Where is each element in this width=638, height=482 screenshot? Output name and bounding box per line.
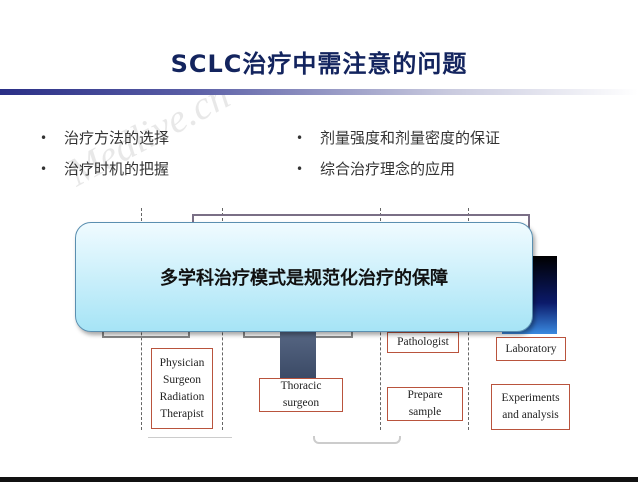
- box-line: Physician: [159, 356, 205, 369]
- slide-title: SCLC治疗中需注意的问题: [170, 50, 468, 78]
- divider-line: [148, 437, 232, 438]
- bullet-icon: •: [40, 162, 48, 176]
- pathologist-box: Pathologist: [387, 332, 459, 353]
- callout-box: 多学科治疗模式是规范化治疗的保障: [75, 222, 533, 332]
- title-divider: [0, 89, 638, 95]
- box-line: sample: [408, 406, 442, 418]
- box-line: Experiments: [501, 392, 560, 404]
- experiments-box: Experiments and analysis: [491, 384, 570, 430]
- bullet-item: 治疗时机的把握: [64, 160, 170, 178]
- laboratory-box: Laboratory: [496, 337, 566, 361]
- bullet-icon: •: [296, 162, 304, 176]
- bottom-border: [0, 477, 638, 482]
- prepare-sample-box: Prepare sample: [387, 387, 463, 421]
- box-line: Surgeon: [162, 373, 202, 386]
- physician-box: Physician Surgeon Radiation Therapist: [151, 348, 213, 429]
- bottom-bracket: [313, 436, 401, 444]
- box-line: Therapist: [160, 407, 204, 420]
- box-line: Radiation: [159, 390, 205, 403]
- box-line: and analysis: [502, 409, 559, 421]
- bullet-item: 治疗方法的选择: [64, 129, 170, 147]
- thoracic-box: Thoracic surgeon: [259, 378, 343, 412]
- box-line: surgeon: [282, 397, 320, 409]
- box-line: Prepare: [407, 389, 443, 401]
- box-line: Pathologist: [397, 336, 449, 348]
- box-line: Thoracic: [280, 380, 322, 392]
- box-line: Laboratory: [505, 342, 557, 355]
- callout-text: 多学科治疗模式是规范化治疗的保障: [160, 268, 448, 289]
- bullet-item: 综合治疗理念的应用: [320, 160, 456, 178]
- bullet-icon: •: [40, 131, 48, 145]
- bullet-icon: •: [296, 131, 304, 145]
- bullet-item: 剂量强度和剂量密度的保证: [320, 129, 501, 147]
